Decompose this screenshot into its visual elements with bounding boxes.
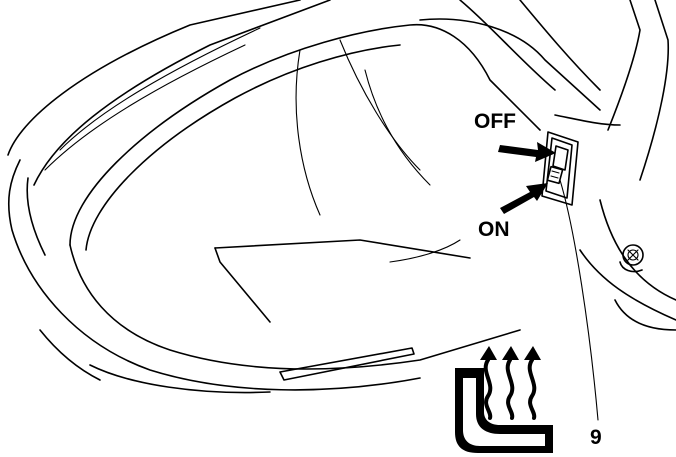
heated-seat-icon: [455, 346, 553, 453]
bolt-fastener: [619, 244, 644, 273]
arrow-off: [498, 142, 556, 162]
seat-heater-switch: [541, 131, 579, 206]
off-label: OFF: [474, 110, 516, 133]
callout-number: 9: [590, 426, 602, 449]
arrow-on: [500, 183, 548, 214]
on-label: ON: [478, 218, 510, 241]
door-panel-outline: [7, 0, 676, 394]
callout-leader-line: [559, 179, 599, 421]
